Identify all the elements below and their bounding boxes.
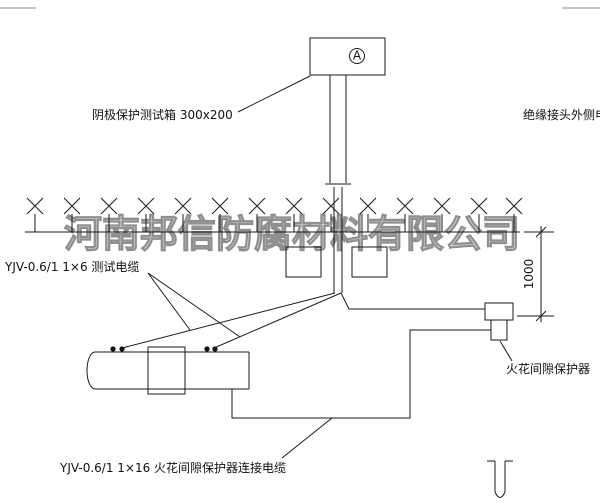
terminal-dot: [204, 346, 210, 352]
protector-circuit: [231, 292, 491, 419]
protector-body: [490, 319, 508, 341]
annotations: 阴极保护测试箱 300x200 绝缘接头外侧电缆 YJV-0.6/1 1×6 测…: [4, 75, 600, 475]
watermark-text: 河南邦信防腐材料有限公司: [64, 212, 520, 256]
concrete-anchors: [285, 246, 388, 278]
leader-test-cable: [147, 272, 241, 338]
label-test-cable: YJV-0.6/1 1×6 测试电缆: [4, 259, 139, 274]
ground-line: [25, 197, 523, 233]
spark-gap-protector: [484, 302, 514, 341]
pipe-end-cap: [86, 351, 96, 390]
ground-symbol: [26, 197, 44, 233]
label-spark-gap-protector: 火花间隙保护器: [506, 361, 590, 376]
insulation-wrap: [147, 346, 186, 395]
test-cable-lines: [121, 292, 342, 349]
pipe-body: [95, 351, 250, 390]
label-protector-cable: YJV-0.6/1 1×16 火花间隙保护器连接电缆: [59, 460, 286, 475]
meter-symbol-icon: [349, 48, 365, 64]
concrete-block-right: [351, 246, 388, 278]
protector-return-cable: [231, 329, 491, 419]
cable-terminals: [110, 346, 218, 352]
protector-feed-cable: [340, 292, 485, 310]
concrete-block-left: [285, 246, 322, 278]
terminal-dot: [119, 346, 125, 352]
leader-spark-gap-protector: [499, 340, 513, 362]
test-box: A: [309, 37, 386, 76]
terminal-dot: [212, 346, 218, 352]
pipe-section-lines: [487, 460, 513, 498]
test-box-body: [309, 37, 386, 76]
dimension-lines: [517, 226, 554, 322]
dimension-ticks: [535, 226, 547, 322]
test-cables: [121, 292, 342, 349]
label-test-box: 阴极保护测试箱 300x200: [92, 107, 233, 122]
dimension-1000: 1000: [517, 226, 554, 322]
leader-test-box: [237, 75, 311, 113]
meter-letter: A: [353, 49, 362, 63]
label-insulated-joint-cable: 绝缘接头外侧电缆: [523, 107, 600, 122]
protector-top: [484, 302, 514, 321]
leader-protector-cable: [281, 417, 333, 459]
conduit-riser: [325, 75, 351, 293]
terminal-dot: [110, 346, 116, 352]
conduit-lines: [325, 75, 351, 293]
dimension-text: 1000: [522, 259, 536, 290]
pipeline: [86, 346, 250, 395]
pipe-section-symbol: [487, 460, 513, 498]
